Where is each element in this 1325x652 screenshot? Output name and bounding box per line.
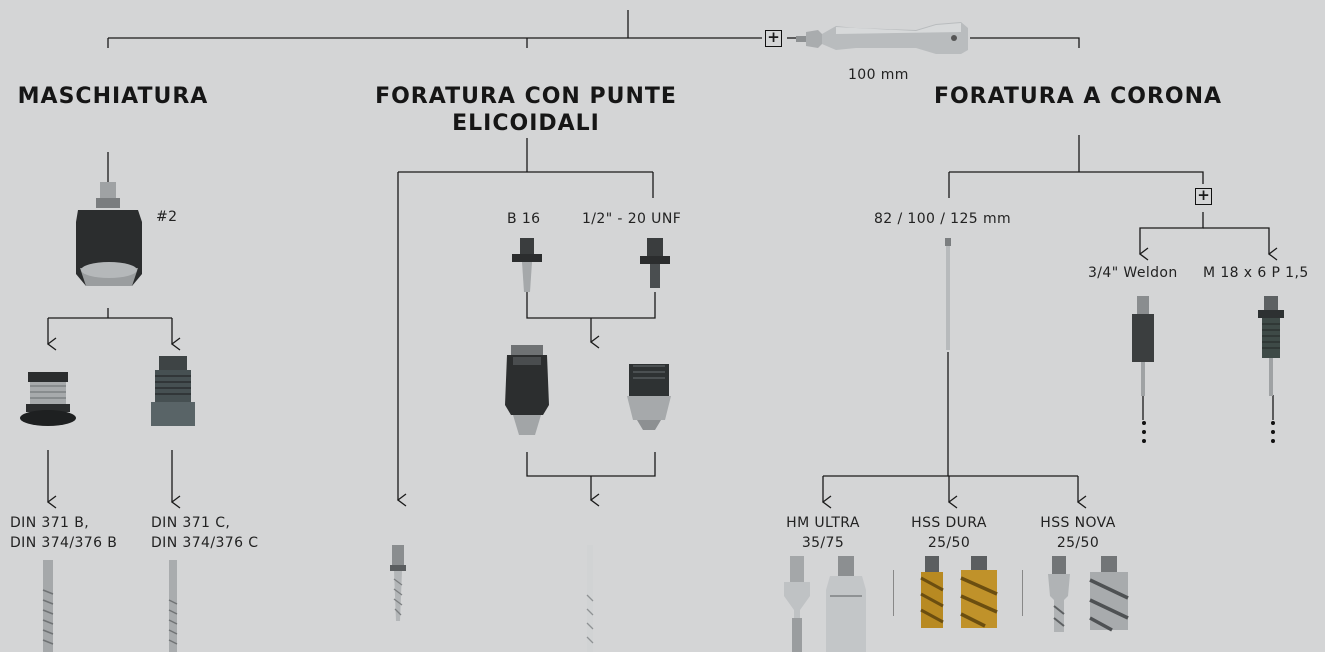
heading-tapping: MASCHIATURA	[17, 84, 209, 109]
hm-ultra-large-cutter-image	[826, 556, 866, 652]
cutter-hss-nova-label: HSS NOVA 25/50	[1026, 513, 1130, 553]
shank-weldon-label: 3/4" Weldon	[1088, 265, 1178, 281]
shank-metric-label: M 18 x 6 P 1,5	[1203, 265, 1309, 281]
hss-nova-large-cutter-image	[1089, 556, 1129, 632]
extension-length-label: 100 mm	[848, 67, 909, 83]
tapping-chuck-image	[76, 182, 142, 286]
tap-b-image	[42, 560, 54, 652]
metric-shank-image	[1258, 296, 1284, 396]
heading-core-drilling: FORATURA A CORONA	[933, 84, 1223, 109]
hss-dura-large-cutter-image	[960, 556, 998, 628]
tapping-adapter-b-image	[20, 372, 76, 426]
standard-b-line2: DIN 374/376 B	[10, 535, 118, 551]
hm-ultra-small-cutter-image	[784, 556, 810, 652]
standard-b-line1: DIN 371 B,	[10, 515, 90, 531]
hss-dura-small-cutter-image	[920, 556, 944, 628]
heading-twist-drilling: FORATURA CON PUNTE ELICOIDALI	[375, 84, 677, 136]
adapter-unf-label: 1/2" - 20 UNF	[582, 211, 682, 227]
standard-c-label: DIN 371 C, DIN 374/376 C	[151, 513, 258, 553]
tap-c-image	[168, 560, 178, 652]
adapter-unf-image	[640, 238, 670, 288]
cutter-hm-ultra-name: HM ULTRA	[786, 515, 860, 531]
short-twist-drill-image	[390, 545, 406, 621]
cutter-hss-nova-sizes: 25/50	[1056, 535, 1100, 551]
hss-nova-small-cutter-image	[1048, 556, 1070, 632]
cutter-divider-1	[893, 570, 894, 616]
standard-c-line1: DIN 371 C,	[151, 515, 231, 531]
keyless-chuck-image	[505, 345, 549, 435]
cutter-hss-dura-label: HSS DURA 25/50	[897, 513, 1001, 553]
standard-c-line2: DIN 374/376 C	[151, 535, 259, 551]
standard-b-label: DIN 371 B, DIN 374/376 B	[10, 513, 117, 553]
long-twist-drill-image	[586, 545, 594, 652]
weldon-shank-image	[1132, 296, 1154, 396]
arbor-length-label: 82 / 100 / 125 mm	[874, 211, 1012, 227]
cutter-hm-ultra-sizes: 35/75	[801, 535, 845, 551]
cutter-hss-dura-sizes: 25/50	[927, 535, 971, 551]
cutter-divider-2	[1022, 570, 1023, 616]
adapter-b16-label: B 16	[507, 211, 541, 227]
cutter-hss-nova-name: HSS NOVA	[1040, 515, 1116, 531]
weldon-continuation-dots	[1142, 421, 1146, 448]
metric-continuation-dots	[1271, 421, 1275, 448]
cutter-hss-dura-name: HSS DURA	[911, 515, 987, 531]
tapping-adapter-c-image	[151, 356, 195, 426]
shank-plus-icon: +	[1195, 188, 1212, 205]
tapping-chuck-label: #2	[156, 209, 178, 225]
extension-arbor-image	[796, 22, 968, 54]
cutter-hm-ultra-label: HM ULTRA 35/75	[771, 513, 875, 553]
keyed-chuck-image	[627, 364, 671, 430]
pilot-pin-image	[945, 238, 951, 350]
adapter-b16-image	[512, 238, 542, 292]
extension-plus-icon: +	[765, 30, 782, 47]
